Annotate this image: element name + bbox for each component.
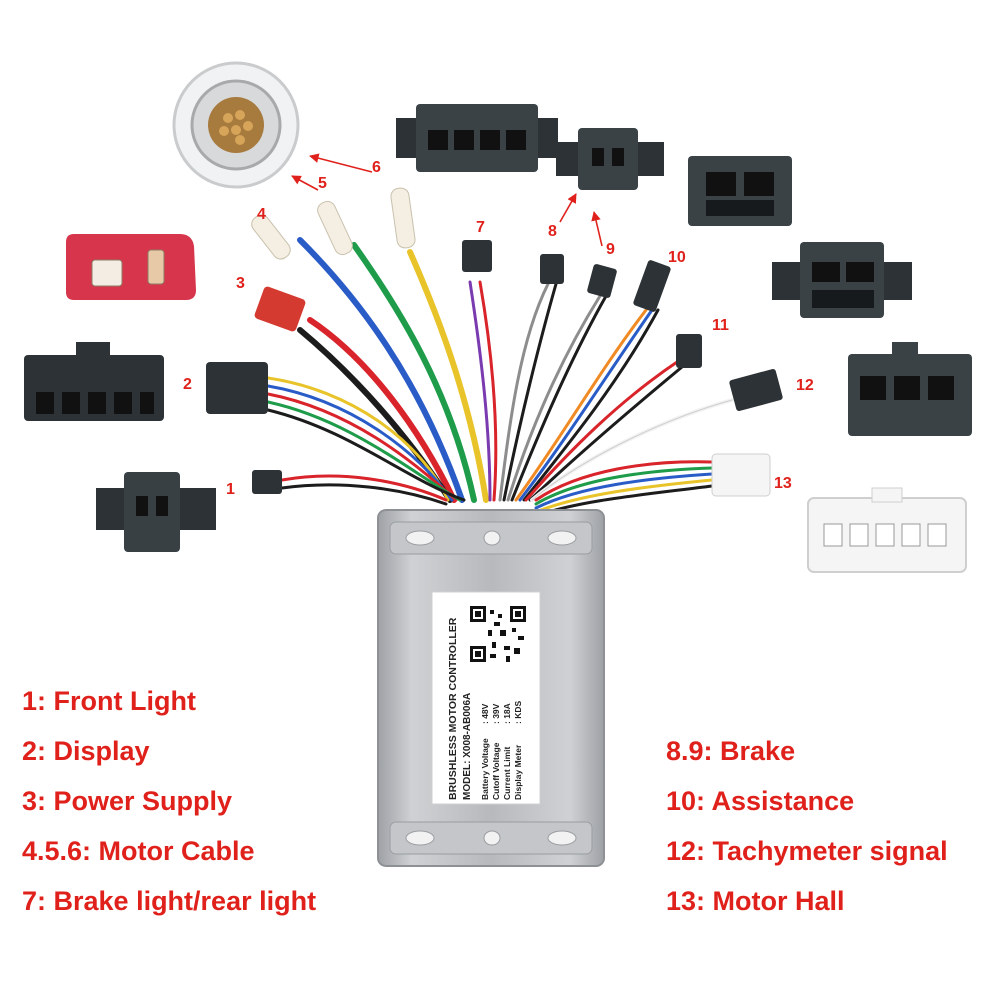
legend-tachymeter: 12: Tachymeter signal [666, 836, 948, 866]
assistance-connector-image [688, 156, 792, 226]
spec-value: : KDS [513, 701, 523, 724]
spec-name: Battery Voltage [480, 738, 490, 800]
controller-title: BRUSHLESS MOTOR CONTROLLER [447, 617, 459, 800]
tachymeter-connector-image [848, 342, 972, 436]
spec-value: : 18A [502, 703, 512, 724]
legend-display: 2: Display [22, 736, 150, 766]
callout-5: 5 [318, 175, 327, 192]
callout-2: 2 [183, 376, 192, 393]
callout-arrows [291, 153, 603, 247]
legend-assistance: 10: Assistance [666, 786, 855, 816]
motor-hall-white-connector-image [807, 487, 967, 573]
callout-11: 11 [712, 317, 729, 334]
legend-front-light: 1: Front Light [22, 686, 196, 716]
spec-name: Current Limit [502, 746, 512, 800]
brake-connector-image [556, 128, 664, 190]
motor-connector-image [396, 104, 558, 172]
display-connector-image [24, 342, 164, 421]
spec-name: Cutoff Voltage [491, 742, 501, 800]
callout-numbers: 1 2 3 4 5 6 7 8 9 10 11 12 13 [183, 159, 814, 498]
callout-8: 8 [548, 223, 557, 240]
qr-code-image [470, 606, 526, 662]
motor-controller: BRUSHLESS MOTOR CONTROLLER MODEL: X008-A… [377, 509, 605, 867]
power-plug-image [66, 234, 196, 300]
legend-brake-light: 7: Brake light/rear light [22, 886, 317, 916]
legend-brake: 8.9: Brake [666, 736, 796, 766]
spec-value: : 48V [480, 703, 490, 724]
callout-13: 13 [774, 475, 792, 492]
controller-spec-list: Battery Voltage : 48V Cutoff Voltage : 39V C… [480, 701, 523, 800]
controller-model: MODEL: X008-AB006A [462, 693, 473, 800]
spec-value: : 39V [491, 703, 501, 724]
legend-power-supply: 3: Power Supply [22, 786, 233, 816]
legend-motor-hall: 13: Motor Hall [666, 886, 845, 916]
wire-harness [266, 237, 734, 518]
spec-name: Display Meter [513, 744, 523, 800]
callout-9: 9 [606, 241, 615, 258]
wire-end-connectors [206, 187, 783, 497]
callout-3: 3 [236, 275, 245, 292]
callout-4: 4 [257, 206, 266, 223]
callout-12: 12 [796, 377, 814, 394]
legend-motor-cable: 4.5.6: Motor Cable [22, 836, 255, 866]
hall-connector-image-a [772, 242, 912, 318]
callout-6: 6 [372, 159, 381, 176]
motor-round-plug-image [172, 61, 300, 189]
callout-1: 1 [226, 481, 235, 498]
callout-7: 7 [476, 219, 485, 236]
callout-10: 10 [668, 249, 686, 266]
front-light-connector-image [96, 472, 216, 552]
